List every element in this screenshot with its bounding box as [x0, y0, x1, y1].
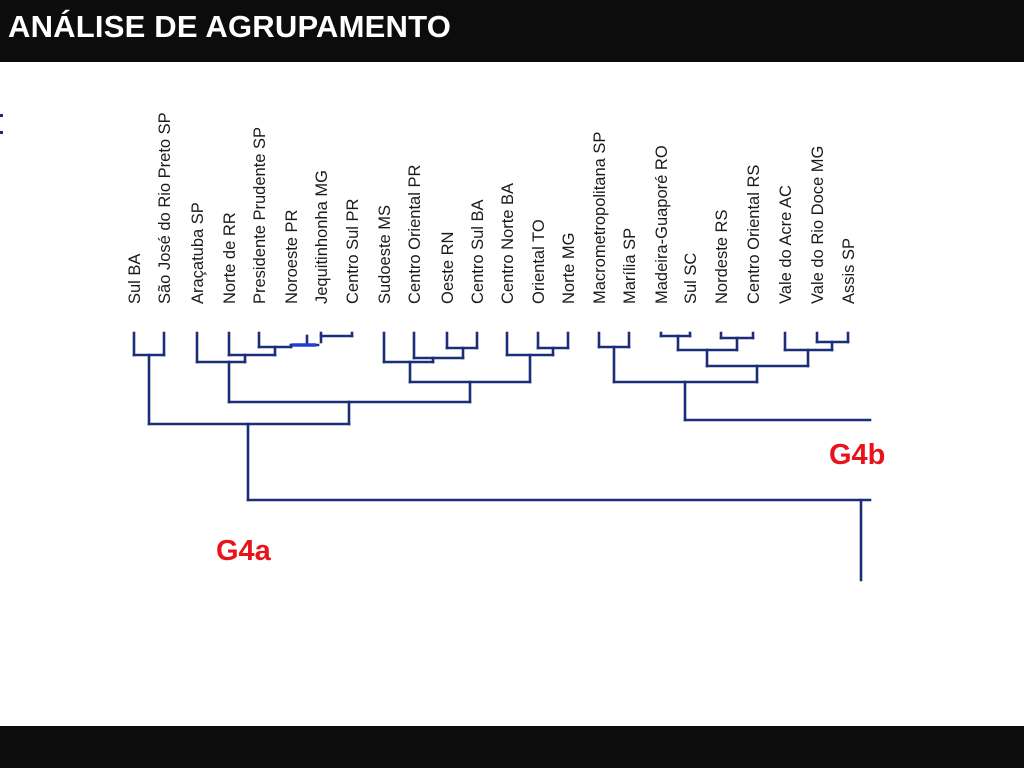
leaf-label: Norte MG [560, 232, 578, 304]
leaf-label: Nordeste RS [713, 210, 731, 304]
leaf-label: Presidente Prudente SP [251, 127, 269, 304]
title-bar: ANÁLISE DE AGRUPAMENTO [0, 0, 1024, 62]
dendrogram-branches [132, 331, 872, 582]
footer-bar [0, 726, 1024, 768]
leaf-label: Vale do Acre AC [777, 185, 795, 304]
leaf-label: Assis SP [840, 238, 858, 304]
leaf-label: Oriental TO [530, 219, 548, 304]
leaf-label: Oeste RN [439, 232, 457, 304]
leaf-label: Marília SP [621, 228, 639, 304]
leaf-label: Sul BA [126, 254, 144, 304]
leaf-label: Macrometropolitana SP [591, 132, 609, 304]
edge-mark [0, 114, 3, 117]
leaf-label: Centro Norte BA [499, 183, 517, 304]
leaf-label: Centro Oriental RS [745, 165, 763, 304]
leaf-labels: Sul BA São José do Rio Preto SP Araçatuba … [126, 112, 858, 304]
slide-title: ANÁLISE DE AGRUPAMENTO [8, 9, 452, 44]
group-label-g4b: G4b [829, 439, 885, 471]
leaf-label: Vale do Rio Doce MG [809, 146, 827, 304]
leaf-label: Noroeste PR [283, 209, 301, 304]
edge-mark [0, 131, 3, 134]
leaf-label: Jequitinhonha MG [313, 170, 331, 304]
leaf-label: Madeira-Guaporé RO [653, 145, 671, 304]
leaf-label: São José do Rio Preto SP [156, 112, 174, 304]
leaf-label: Centro Sul BA [469, 199, 487, 304]
leaf-label: Norte de RR [221, 212, 239, 304]
leaf-label: Sudoeste MS [376, 205, 394, 304]
dendrogram: Sul BA São José do Rio Preto SP Araçatuba … [126, 112, 885, 582]
leaf-label: Araçatuba SP [189, 202, 207, 304]
leaf-label: Sul SC [682, 253, 700, 304]
leaf-label: Centro Sul PR [344, 198, 362, 304]
leaf-label: Centro Oriental PR [406, 165, 424, 304]
group-label-g4a: G4a [216, 535, 272, 567]
